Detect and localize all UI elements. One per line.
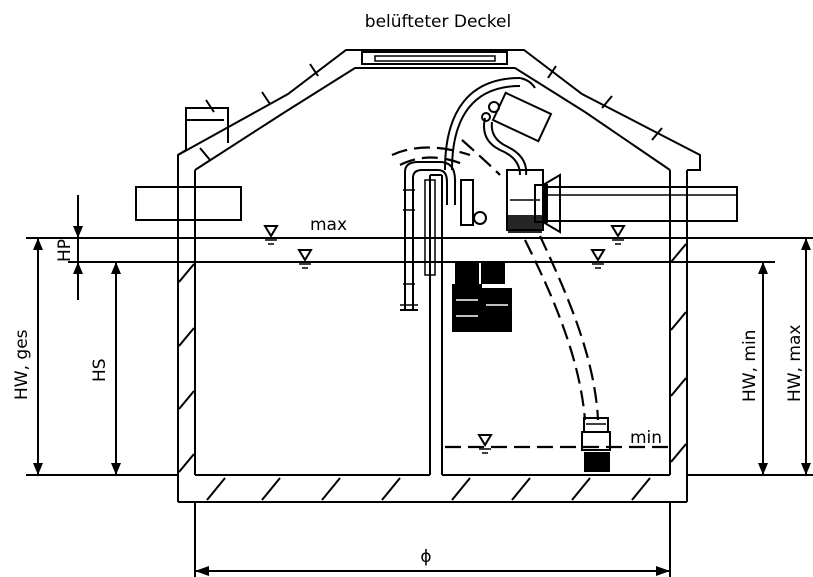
shaft-cone (177, 49, 701, 171)
hs-label: HS (90, 358, 110, 382)
dimension-hw-ges (33, 238, 43, 475)
water-levels (26, 237, 813, 476)
dimension-hw-min (758, 262, 768, 475)
diameter-label: ϕ (420, 547, 431, 567)
cover-label: belüfteter Deckel (365, 12, 511, 32)
level-markers (263, 225, 626, 454)
max-level-label: max (310, 215, 347, 235)
min-level-label: min (630, 428, 662, 448)
bottom-pump (581, 417, 611, 472)
outlet-pump (506, 169, 561, 234)
dimension-hs (111, 262, 121, 475)
valve-unit (481, 91, 553, 176)
hp-label: HP (55, 239, 75, 262)
dimension-hp (73, 195, 83, 300)
inlet-pipe-left (135, 186, 242, 221)
wall-hatching (178, 243, 687, 501)
dimension-diameter (194, 502, 671, 577)
shaft-walls (177, 170, 688, 503)
pump-pair (452, 179, 512, 332)
swing-arcs-top (391, 139, 501, 176)
riser-pipe (400, 161, 456, 311)
hw-ges-label: HW, ges (12, 329, 32, 400)
hose (444, 77, 536, 171)
swing-path (524, 235, 600, 421)
outlet-pipe-right (544, 186, 738, 222)
hw-max-label: HW, max (785, 325, 805, 402)
hw-min-label: HW, min (740, 330, 760, 402)
dimension-hw-max (801, 238, 811, 475)
